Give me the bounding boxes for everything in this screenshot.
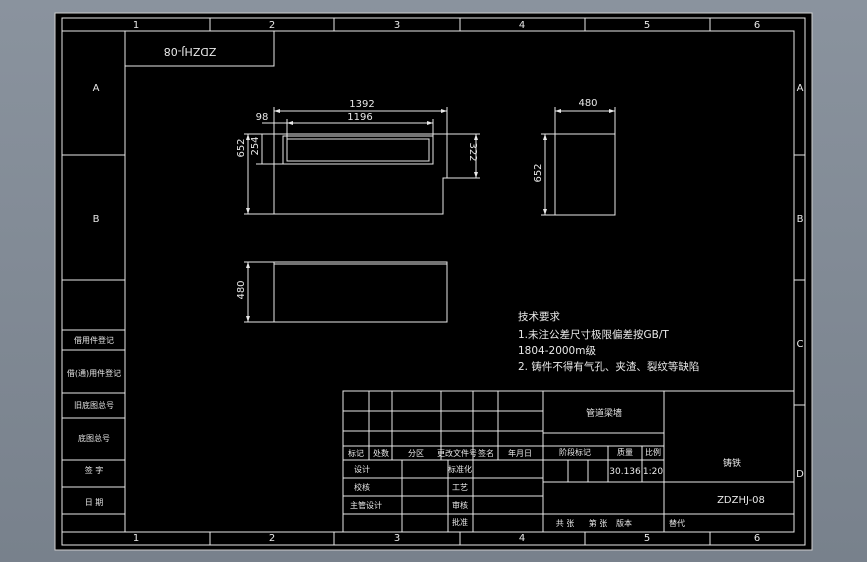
code-stamp-box [124,30,275,67]
paper [54,12,813,551]
notes-line-3: 2. 铸件不得有气孔、夹渣、裂纹等缺陷 [518,360,699,373]
left-zone-a: A [93,83,100,94]
tb-bottom-0: 共 张 [556,519,575,528]
top-zone-3: 3 [394,20,400,31]
dim-side-height: 652 [533,163,544,182]
top-zone-1: 1 [133,20,139,31]
tb-bottom-3: 替代 [669,518,685,528]
tb-mark-0: 标记 [348,448,364,458]
dim-front-inner-height: 254 [250,136,261,155]
left-stamp-3: 底图总号 [78,433,110,443]
left-stamp-1: 借(通)用件登记 [67,368,121,378]
notes-title: 技术要求 [518,310,560,323]
dim-front-offset: 98 [256,112,269,123]
tb-stage-label: 阶段标记 [559,447,591,457]
tb-std-1: 工艺 [452,483,468,492]
bottom-zone-1: 1 [133,533,139,544]
dim-side-width: 480 [578,98,597,109]
tb-mass-label: 质量 [617,447,633,457]
front-view [244,107,480,215]
top-zone-2: 2 [269,20,275,31]
top-zone-5: 5 [644,20,650,31]
bottom-zone-4: 4 [519,533,525,544]
left-stamp-top: 借用件登记 [74,335,114,345]
tb-bottom-2: 版本 [616,518,632,528]
bottom-zone-3: 3 [394,533,400,544]
tb-mark-2: 分区 [408,449,424,458]
tb-bottom-1: 第 张 [589,518,608,528]
title-block [342,390,795,533]
right-zone-c: C [797,339,804,350]
right-zone-a: A [797,83,804,94]
tb-material: 铸铁 [723,457,741,469]
tb-std-0: 标准化 [448,464,472,474]
side-view [541,107,616,216]
tb-mark-3: 更改文件号 [437,448,477,458]
tb-mass-value: 30.136 [609,467,641,477]
tb-std-2: 审核 [452,500,468,510]
bottom-zone-6: 6 [754,533,760,544]
tb-part-name: 管道梁墙 [586,407,622,419]
left-stamp-2: 旧底图总号 [74,400,114,410]
tb-drawing-no: ZDZHJ-08 [717,495,765,506]
notes-line-1: 1.未注公差尺寸极限偏差按GB/T [518,328,669,341]
tb-sign-2: 主管设计 [350,500,382,510]
tb-mark-5: 年月日 [508,448,532,458]
code-stamp-text: ZDZHJ-08 [164,45,217,58]
tb-sign-0: 设计 [354,464,370,474]
bottom-zone-2: 2 [269,533,275,544]
tb-mark-4: 签名 [478,448,494,458]
tb-scale-label: 比例 [645,447,661,457]
notes-line-2: 1804-2000m级 [518,345,596,357]
zone-ticks [209,18,805,545]
left-zone-b: B [93,214,100,225]
right-zone-b: B [797,214,804,225]
dim-top-depth: 480 [236,280,247,299]
right-zone-d: D [796,469,804,480]
top-zone-6: 6 [754,20,760,31]
left-stamp-5: 日 期 [85,498,104,507]
tb-sign-1: 校核 [354,482,370,492]
top-view [244,261,448,323]
dim-front-inner-width: 1196 [347,112,372,123]
bottom-zone-5: 5 [644,533,650,544]
tb-std-3: 批准 [452,517,468,527]
dim-front-height: 652 [236,138,247,157]
tb-mark-1: 处数 [373,448,389,458]
dim-front-total-width: 1392 [349,99,374,110]
dim-front-step-height: 322 [467,142,478,161]
tb-scale-value: 1:20 [643,467,663,477]
top-zone-4: 4 [519,20,525,31]
left-strip [62,31,126,532]
left-stamp-4: 签 字 [85,465,104,475]
